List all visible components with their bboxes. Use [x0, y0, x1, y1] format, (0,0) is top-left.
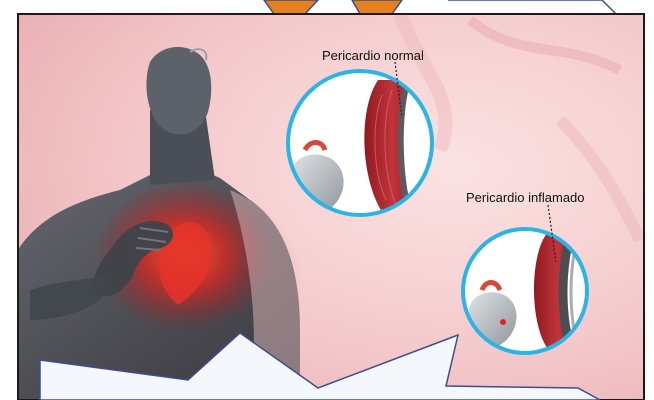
label-pericardio-inflamado: Pericardio inflamado — [466, 190, 585, 205]
inflammation-spot — [500, 319, 506, 325]
head — [146, 47, 211, 134]
label-pericardio-normal: Pericardio normal — [322, 48, 424, 63]
